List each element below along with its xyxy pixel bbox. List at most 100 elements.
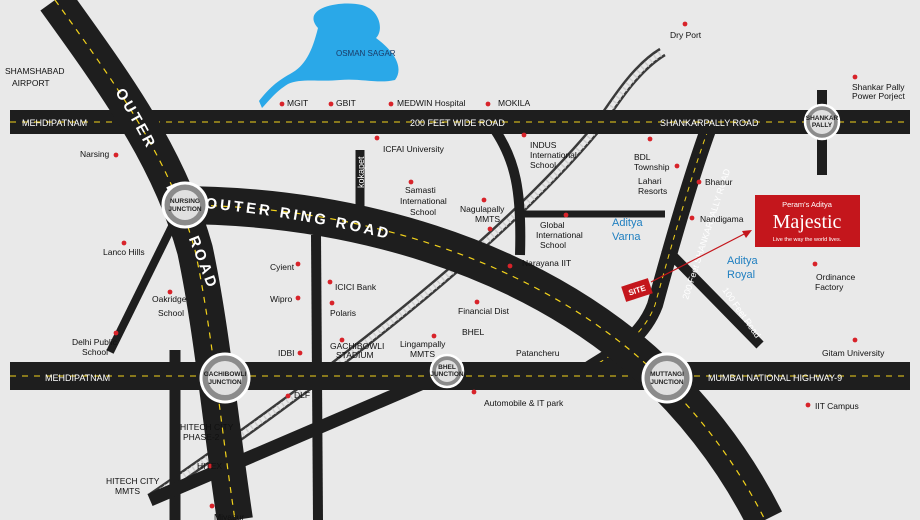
place-icici-bank[interactable]: ICICI Bank: [327, 279, 377, 292]
place-gitam-university[interactable]: Gitam University: [822, 337, 885, 358]
place-cyient[interactable]: Cyient: [270, 261, 301, 272]
place-global[interactable]: Global: [540, 212, 569, 230]
place-dot: [408, 179, 414, 185]
place-iit-campus[interactable]: IIT Campus: [805, 401, 859, 411]
place-samasti[interactable]: Samasti: [405, 179, 436, 195]
place-label: IDBI: [278, 348, 295, 358]
place-phase-2[interactable]: PHASE-2: [183, 432, 220, 442]
place-ordinance[interactable]: Ordinance: [812, 261, 856, 282]
place-automobile-it-park[interactable]: Automobile & IT park: [471, 389, 564, 408]
place-nagulapally[interactable]: Nagulapally: [460, 197, 505, 214]
place-label: Oakridge: [152, 294, 187, 304]
place-hitech-city[interactable]: HITECH CITY: [106, 476, 160, 486]
svg-text:NURSING: NURSING: [170, 198, 200, 205]
place-mmts[interactable]: MMTS: [115, 486, 140, 496]
place-label: Automobile & IT park: [484, 398, 564, 408]
place-label: STADIUM: [336, 350, 374, 360]
label-kokapet: kokapet: [356, 156, 366, 188]
place-airport[interactable]: AIRPORT: [12, 78, 50, 88]
place-gbit[interactable]: GBIT: [328, 98, 356, 108]
place-narayana-iit[interactable]: Narayana IIT: [507, 258, 572, 269]
place-label: HITECH CITY: [106, 476, 160, 486]
place-shankar-pally[interactable]: Shankar Pally: [852, 74, 905, 92]
svg-text:JUNCTION: JUNCTION: [168, 206, 202, 213]
label-osman-sagar: OSMAN SAGAR: [336, 49, 396, 58]
label-shankarpally-road: SHANKARPALLY ROAD: [660, 118, 759, 128]
place-gachibowli[interactable]: GACHIBOWLI: [330, 337, 384, 351]
place-financial-dist[interactable]: Financial Dist: [458, 299, 510, 316]
place-lingampally[interactable]: Lingampally: [400, 333, 446, 349]
place-icfai-university[interactable]: ICFAI University: [374, 135, 445, 154]
svg-text:BHEL: BHEL: [438, 364, 456, 371]
brand-line1: Peram's Aditya: [782, 200, 833, 209]
place-delhi-public[interactable]: Delhi Public: [72, 330, 119, 347]
place-school[interactable]: School: [82, 347, 108, 357]
place-lanco-hills[interactable]: Lanco Hills: [103, 240, 145, 257]
place-miyapur[interactable]: Miyapur: [209, 503, 245, 520]
place-bhel[interactable]: BHEL: [462, 327, 484, 337]
place-label: Nandigama: [700, 214, 744, 224]
junction-gachibowli[interactable]: GACHIBOWLI JUNCTION: [199, 352, 251, 404]
place-shamshabad[interactable]: SHAMSHABAD: [5, 66, 65, 76]
place-dot: [507, 263, 513, 269]
place-idbi[interactable]: IDBI: [278, 348, 303, 358]
place-label: School: [540, 240, 566, 250]
junction-muttangi[interactable]: MUTTANGI JUNCTION: [641, 352, 693, 404]
place-medwin-hospital[interactable]: MEDWIN Hospital: [388, 98, 466, 108]
place-international[interactable]: International: [530, 150, 577, 160]
place-mokila[interactable]: MOKILA: [485, 98, 531, 108]
place-resorts[interactable]: Resorts: [638, 186, 667, 196]
place-international[interactable]: International: [536, 230, 583, 240]
place-school[interactable]: School: [158, 308, 184, 318]
place-school[interactable]: School: [410, 207, 436, 217]
place-school[interactable]: School: [530, 160, 556, 170]
place-nandigama[interactable]: Nandigama: [689, 214, 744, 224]
place-polaris[interactable]: Polaris: [329, 300, 356, 318]
place-label: MGIT: [287, 98, 308, 108]
junction-shankar-pally[interactable]: SHANKAR PALLY: [803, 103, 841, 141]
place-factory[interactable]: Factory: [815, 282, 844, 292]
project-aditya-varna-line2[interactable]: Varna: [612, 231, 641, 243]
place-indus[interactable]: INDUS: [521, 132, 557, 150]
project-aditya-royal-line2[interactable]: Royal: [727, 269, 755, 281]
place-label: Lingampally: [400, 339, 446, 349]
place-label: Patancheru: [516, 348, 560, 358]
junction-bhel[interactable]: BHEL JUNCTION: [429, 353, 465, 389]
project-aditya-varna-line1[interactable]: Aditya: [612, 217, 643, 229]
place-label: SHAMSHABAD: [5, 66, 65, 76]
place-mgit[interactable]: MGIT: [279, 98, 309, 108]
place-hitech-city[interactable]: HITECH CITY: [180, 422, 234, 432]
place-narsing[interactable]: Narsing: [80, 149, 119, 159]
place-mmts[interactable]: MMTS: [410, 349, 435, 359]
brand-tagline: Live the way the world lives.: [773, 237, 842, 243]
place-township[interactable]: Township: [634, 162, 670, 172]
place-international[interactable]: International: [400, 196, 447, 206]
place-wipro[interactable]: Wipro: [270, 294, 301, 304]
place-hitex[interactable]: HITEX: [197, 461, 222, 471]
place-dot: [689, 215, 695, 221]
place-stadium[interactable]: STADIUM: [336, 350, 374, 360]
place-label: Township: [634, 162, 670, 172]
place-label: Resorts: [638, 186, 667, 196]
place-label: Factory: [815, 282, 844, 292]
road-200-feet-wide: [10, 110, 910, 134]
place-dlf[interactable]: DLF: [285, 390, 310, 400]
place-bdl[interactable]: BDL: [634, 136, 653, 162]
place-power-porject[interactable]: Power Porject: [852, 91, 906, 101]
project-aditya-royal-line1[interactable]: Aditya: [727, 255, 758, 267]
place-school[interactable]: School: [540, 240, 566, 250]
place-dry-port[interactable]: Dry Port: [670, 21, 702, 40]
junction-nursing[interactable]: NURSING JUNCTION: [161, 181, 209, 229]
place-label: MMTS: [115, 486, 140, 496]
place-mmts[interactable]: MMTS: [475, 214, 500, 232]
place-dot: [329, 300, 335, 306]
brand-box[interactable]: Peram's Aditya Majestic Live the way the…: [755, 195, 860, 247]
site-marker[interactable]: SITE: [621, 278, 653, 302]
svg-text:PALLY: PALLY: [812, 122, 833, 129]
place-label: DLF: [294, 390, 310, 400]
place-dot: [297, 350, 303, 356]
place-bhanur[interactable]: Bhanur: [696, 177, 733, 187]
place-lahari[interactable]: Lahari: [638, 163, 680, 186]
place-patancheru[interactable]: Patancheru: [516, 348, 560, 358]
place-oakridge[interactable]: Oakridge: [152, 289, 187, 304]
